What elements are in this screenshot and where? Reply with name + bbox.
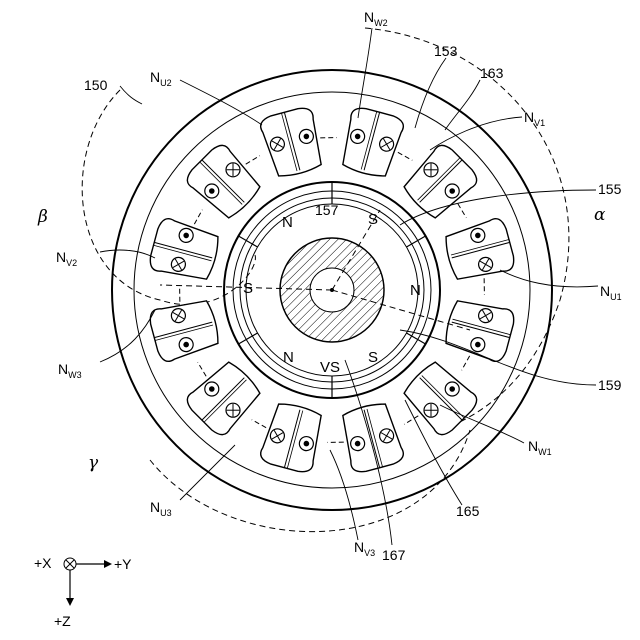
stator-tooth — [321, 400, 406, 479]
leader-150 — [120, 86, 142, 104]
stator-tooth — [258, 101, 343, 180]
leader-nw3 — [100, 310, 155, 362]
pole-s-topright: S — [368, 211, 378, 228]
pole-n-botleft: N — [283, 349, 294, 366]
stator-tooth — [437, 295, 516, 380]
ref-150: 150 — [84, 77, 108, 93]
stator-tooth — [386, 357, 481, 452]
coil-label-nv2: NV2 — [56, 249, 77, 268]
label-gamma: γ — [88, 453, 99, 473]
leader-nu3 — [180, 445, 235, 500]
leader-nu1 — [500, 270, 598, 287]
axis-z-label: +Z — [54, 613, 71, 629]
ref-153: 153 — [434, 43, 458, 59]
stator-tooth — [337, 105, 422, 184]
coil-label-nu3: NU3 — [150, 499, 172, 518]
axis-x-label: +X — [34, 555, 52, 571]
pole-n-right: N — [410, 282, 421, 299]
ref-165: 165 — [456, 503, 480, 519]
coil-label-nw2: NW2 — [364, 9, 388, 28]
pole-s-left: S — [243, 280, 253, 297]
ref-167: 167 — [382, 547, 406, 563]
coil-label-nv3: NV3 — [354, 539, 375, 558]
coil-label-nv1: NV1 — [524, 109, 545, 128]
axis-indicator: +X +Y +Z — [34, 555, 132, 629]
label-beta: β — [37, 207, 48, 227]
ref-157: 157 — [315, 202, 339, 218]
coil-label-nu1: NU1 — [600, 283, 622, 302]
stator-tooth — [399, 141, 494, 236]
stator-tooth — [147, 200, 226, 285]
stator-tooth — [143, 279, 222, 364]
stator-tooth — [171, 344, 266, 439]
stator-tooth — [183, 129, 278, 224]
coil-label-nw1: NW1 — [528, 438, 552, 457]
stator-tooth — [242, 395, 327, 474]
coil-label-nw3: NW3 — [58, 361, 82, 380]
ref-159: 159 — [598, 377, 622, 393]
leader-nv2 — [100, 250, 155, 258]
label-vs: VS — [320, 359, 340, 376]
axis-y-label: +Y — [114, 556, 132, 572]
pole-s-botright: S — [368, 349, 378, 366]
ref-155: 155 — [598, 181, 622, 197]
label-alpha: α — [594, 205, 606, 225]
stator-tooth — [442, 216, 521, 301]
ref-163: 163 — [480, 65, 504, 81]
coil-label-nu2: NU2 — [150, 69, 172, 88]
pole-n-top: N — [282, 214, 293, 231]
